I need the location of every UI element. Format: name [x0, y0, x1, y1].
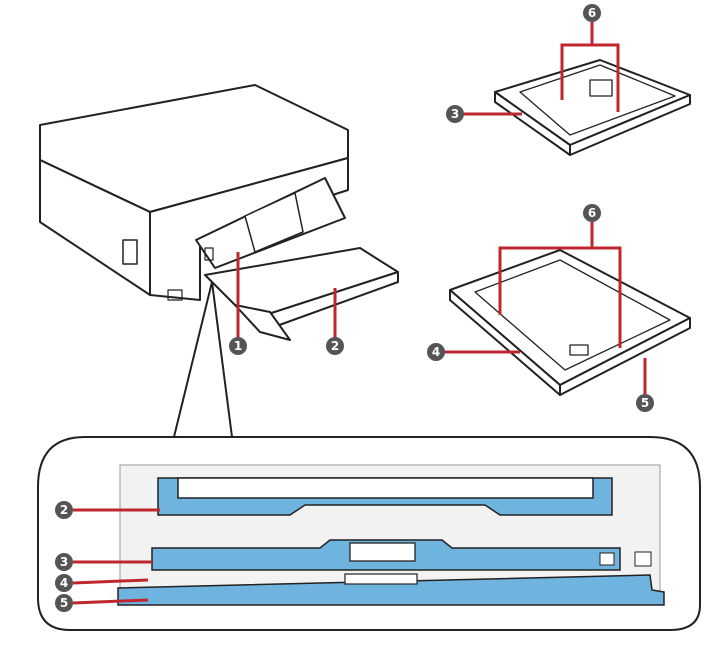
main-paper-cassette — [449, 249, 691, 396]
callout-label: 5 — [60, 596, 68, 610]
callout-label: 5 — [641, 396, 649, 410]
leader-6-top — [560, 43, 620, 112]
leader-5-zoom — [72, 598, 149, 605]
callout-3-zoom: 3 — [55, 553, 73, 571]
callout-label: 2 — [331, 339, 339, 353]
callout-label: 3 — [60, 555, 68, 569]
callout-3-top: 3 — [446, 105, 464, 123]
leader-6-bottom — [498, 246, 622, 348]
leader-4-zoom — [72, 578, 149, 585]
photo-paper-cassette — [494, 59, 691, 156]
leader-lines — [72, 22, 647, 605]
callout-label: 3 — [451, 107, 459, 121]
callout-label: 4 — [432, 345, 440, 359]
callout-1-top: 1 — [229, 337, 247, 355]
zoom-connector-lines — [171, 281, 233, 446]
callout-5-zoom: 5 — [55, 594, 73, 612]
callout-label: 4 — [60, 576, 68, 590]
callout-4-middle: 4 — [427, 343, 445, 361]
callout-4-zoom: 4 — [55, 574, 73, 592]
callout-2-zoom: 2 — [55, 501, 73, 519]
callout-label: 2 — [60, 503, 68, 517]
callout-badges: 1 2 3 6 6 4 5 2 — [55, 4, 654, 612]
callout-label: 6 — [588, 206, 596, 220]
callout-label: 6 — [588, 6, 596, 20]
callout-5-middle: 5 — [636, 394, 654, 412]
printer-illustration — [39, 84, 399, 341]
callout-label: 1 — [234, 339, 242, 353]
callout-6-middle: 6 — [583, 204, 601, 222]
callout-2-top: 2 — [326, 337, 344, 355]
front-slot-detail — [37, 436, 701, 631]
callout-6-top: 6 — [583, 4, 601, 22]
